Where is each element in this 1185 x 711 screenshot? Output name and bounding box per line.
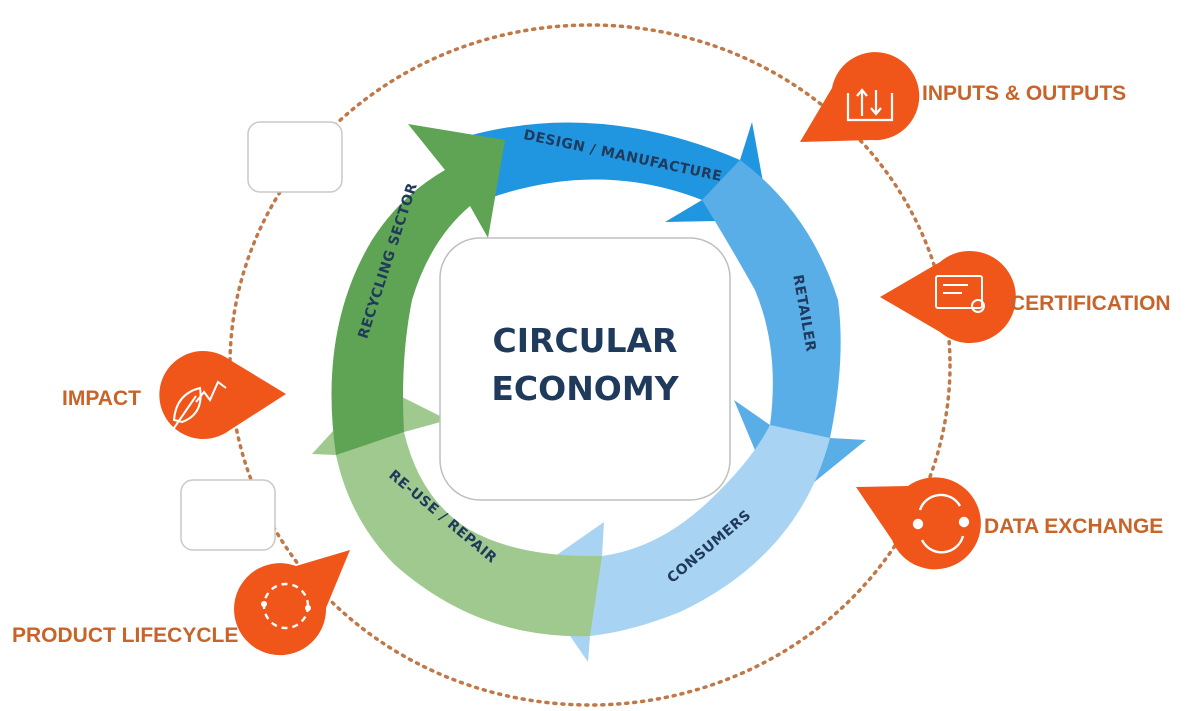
pin-certification: CERTIFICATION xyxy=(880,251,1171,344)
center-title-line2: ECONOMY xyxy=(491,369,679,408)
pin-marker-impact xyxy=(159,351,286,439)
pin-label-inputs-outputs: INPUTS & OUTPUTS xyxy=(922,82,1126,105)
pin-data-exchange: DATA EXCHANGE xyxy=(856,477,1163,570)
certificate-icon xyxy=(935,275,985,313)
segment-consumers xyxy=(528,425,830,662)
refresh-cycle-icon xyxy=(912,493,970,554)
center-box xyxy=(439,237,731,501)
placeholder-box-bottom xyxy=(180,479,276,551)
segment-retailer xyxy=(702,160,866,510)
pin-label-impact: IMPACT xyxy=(62,387,141,410)
pin-label-certification: CERTIFICATION xyxy=(1010,292,1171,315)
pin-product-lifecycle: PRODUCT LIFECYCLE xyxy=(12,550,350,656)
pin-inputs-outputs: INPUTS & OUTPUTS xyxy=(800,52,1126,142)
cycle-ring xyxy=(312,122,866,662)
inputs-outputs-icon xyxy=(846,88,894,122)
segment-recycling-sector xyxy=(331,124,505,455)
pin-marker-inputs-outputs xyxy=(800,52,920,142)
segment-design-manufacture xyxy=(468,122,770,222)
pin-marker-certification xyxy=(880,251,1016,344)
leaf-trend-icon xyxy=(172,380,227,429)
pin-impact: IMPACT xyxy=(62,351,286,439)
pin-label-product-lifecycle: PRODUCT LIFECYCLE xyxy=(12,624,238,647)
dotted-circle-icon xyxy=(261,582,311,630)
pin-label-data-exchange: DATA EXCHANGE xyxy=(984,515,1163,538)
segment-reuse-repair xyxy=(312,384,602,637)
center-title-line1: CIRCULAR xyxy=(493,321,678,360)
pin-marker-product-lifecycle xyxy=(234,550,350,656)
placeholder-box-top xyxy=(247,121,343,193)
